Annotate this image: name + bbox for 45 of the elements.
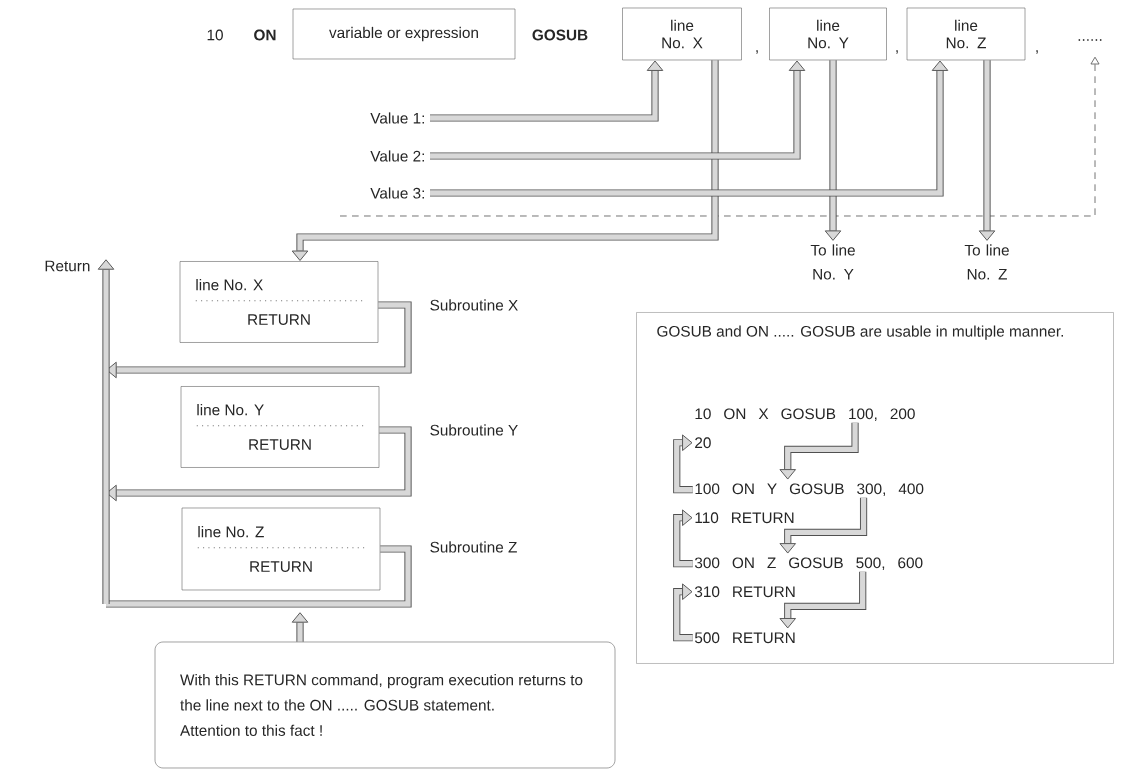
code-line: 100 ON Y GOSUB 300, 400	[695, 483, 924, 497]
arrow	[779, 422, 859, 480]
arrow	[673, 434, 693, 494]
subroutine-box: line No. Y RETURN	[180, 386, 380, 468]
value-label: Value 1:	[370, 112, 424, 124]
comma: ,	[756, 50, 758, 54]
code-line: 310 RETURN	[694, 586, 795, 598]
line-number-label: 10	[207, 29, 223, 41]
code-line: 500 RETURN	[694, 632, 795, 644]
arrow	[430, 60, 949, 197]
subroutine-label: Subroutine Y	[430, 424, 518, 436]
subroutine-label: Subroutine Z	[430, 541, 517, 553]
value-label: Value 3:	[370, 187, 424, 199]
arrow	[291, 612, 309, 642]
code-line: 20	[695, 437, 711, 449]
arrow	[673, 509, 693, 568]
code-line: 110 RETURN	[695, 512, 794, 524]
value-label: Value 2:	[370, 150, 424, 162]
subroutine-label: Subroutine X	[430, 299, 518, 311]
expression-box: variable or expression	[292, 8, 516, 60]
subroutine-box: line No. X RETURN	[179, 261, 379, 343]
arrow	[673, 583, 693, 642]
code-line: 10 ON X GOSUB 100, 200	[695, 408, 915, 422]
target-label: To line No. Y	[810, 244, 855, 280]
arrow	[97, 259, 115, 604]
keyword-label: GOSUB	[532, 29, 588, 41]
arrow	[978, 60, 996, 241]
arrow	[430, 60, 664, 122]
arrow	[779, 571, 867, 629]
subroutine-box: line No. Z RETURN	[181, 507, 381, 591]
line-number-box: line No. X	[622, 7, 742, 61]
arrow	[291, 60, 719, 261]
arrow	[430, 60, 806, 160]
comma: ,	[896, 50, 898, 54]
return-label: Return	[45, 260, 90, 272]
code-line: 300 ON Z GOSUB 500, 600	[694, 557, 923, 571]
target-label: To line No. Z	[964, 244, 1009, 280]
callout-box: With this RETURN command, program execution returns to the line next to the ON ..... GOSUB statement. Attention to this fact !	[154, 641, 616, 769]
ellipsis-label: ......	[1078, 39, 1102, 41]
dashed-arrow	[339, 56, 1100, 217]
line-number-box: line No. Z	[906, 7, 1026, 61]
arrow	[779, 497, 868, 554]
arrow	[824, 60, 842, 241]
keyword-label: ON	[254, 29, 276, 41]
line-number-box: line No. Y	[769, 7, 887, 61]
